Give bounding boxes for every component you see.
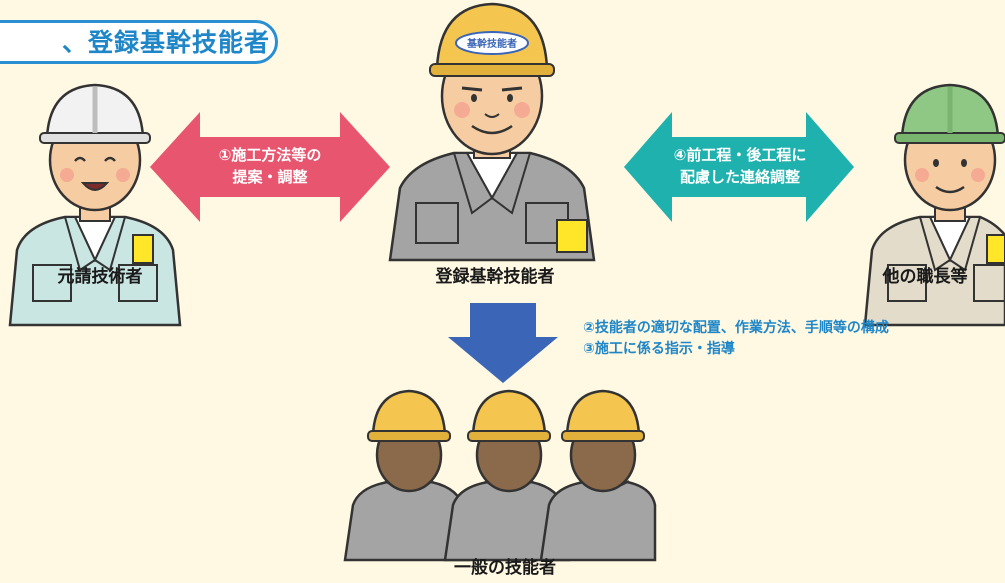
page-title: 、登録基幹技能者 xyxy=(61,28,270,57)
worker-back-2 xyxy=(443,389,571,562)
duty-line-2: ③施工に係る指示・指導 xyxy=(583,341,735,357)
arrow-right-line2: 配慮した連絡調整 xyxy=(679,168,800,186)
person-right-figure xyxy=(863,83,1005,327)
arrow-down-shape xyxy=(448,303,558,383)
arrow-left-shape xyxy=(150,112,390,222)
arrow-left-line1: ①施工方法等の xyxy=(218,146,322,164)
person-left-figure xyxy=(8,83,182,327)
label-registered-skilled-worker: 登録基幹技能者 xyxy=(435,267,555,287)
label-other-foremen: 他の職長等 xyxy=(882,267,968,287)
duty-line-1: ②技能者の適切な配置、作業方法、手順等の構成 xyxy=(583,320,889,336)
label-prime-engineer: 元請技術者 xyxy=(57,267,143,287)
arrow-left-label: ①施工方法等の 提案・調整 xyxy=(180,144,360,188)
arrow-right-double xyxy=(624,112,854,222)
worker-back-3 xyxy=(539,389,657,562)
label-general-workers: 一般の技能者 xyxy=(454,558,556,578)
title-frame xyxy=(0,20,278,64)
helmet-badge-icon xyxy=(455,31,529,55)
worker-back-1 xyxy=(343,389,471,562)
person-center-figure: 基幹技能者 xyxy=(388,2,596,262)
worker-group-figure xyxy=(343,389,657,562)
arrow-left-line2: 提案・調整 xyxy=(232,168,308,186)
helmet-badge-text: 基幹技能者 xyxy=(466,37,517,50)
arrow-right-shape xyxy=(624,112,854,222)
arrow-right-line1: ④前工程・後工程に xyxy=(673,146,807,164)
arrow-down xyxy=(448,303,558,383)
arrow-right-label: ④前工程・後工程に 配慮した連絡調整 xyxy=(645,144,835,188)
arrow-left-double xyxy=(150,112,390,222)
